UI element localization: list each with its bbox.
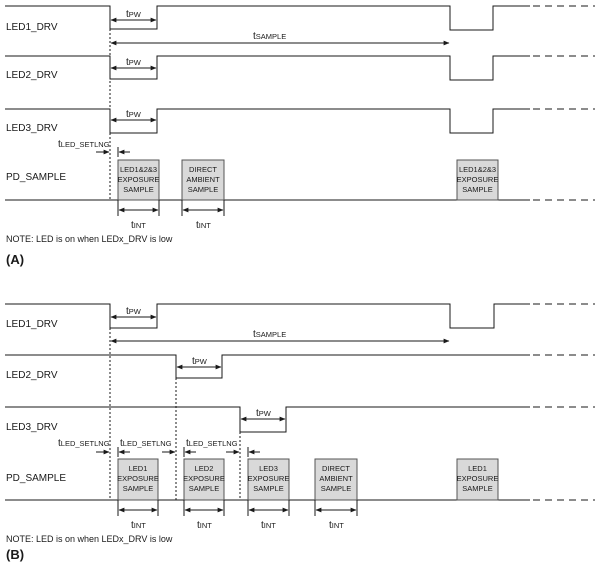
svg-text:SAMPLE: SAMPLE [462, 484, 492, 493]
panel-b-tledsetlng-1-label: tLED_SETLNG [58, 438, 110, 449]
panel-b-box-3: LED3 EXPOSURE SAMPLE [247, 458, 290, 501]
svg-text:DIRECT: DIRECT [322, 464, 350, 473]
panel-a-tint-1-label: tINT [131, 220, 146, 231]
panel-a-tpw-led1-label: tPW [126, 9, 142, 20]
panel-a-led2-waveform [5, 55, 530, 81]
svg-text:EXPOSURE: EXPOSURE [118, 175, 160, 184]
panel-b-tledsetlng-2-label: tLED_SETLNG [120, 438, 172, 449]
panel-b-label-led2-drv: LED2_DRV [6, 370, 58, 381]
panel-b-box-5: LED1 EXPOSURE SAMPLE [456, 458, 499, 501]
svg-text:SAMPLE: SAMPLE [321, 484, 351, 493]
svg-text:EXPOSURE: EXPOSURE [117, 474, 159, 483]
panel-b-tledsetlng-3-label: tLED_SETLNG [186, 438, 238, 449]
panel-b-box-2: LED2 EXPOSURE SAMPLE [183, 458, 225, 501]
svg-text:DIRECT: DIRECT [189, 165, 217, 174]
svg-text:LED3: LED3 [259, 464, 278, 473]
panel-a-tint-2-label: tINT [196, 220, 211, 231]
svg-text:LED1: LED1 [468, 464, 487, 473]
svg-text:SAMPLE: SAMPLE [123, 185, 153, 194]
svg-text:SAMPLE: SAMPLE [188, 185, 218, 194]
panel-a-label-led2-drv: LED2_DRV [6, 70, 58, 81]
panel-b-tint-3-label: tINT [261, 520, 276, 531]
svg-text:SAMPLE: SAMPLE [189, 484, 219, 493]
panel-a-tledsetlng-label: tLED_SETLNG [58, 139, 110, 150]
svg-text:LED1&2&3: LED1&2&3 [459, 165, 496, 174]
svg-text:SAMPLE: SAMPLE [253, 484, 283, 493]
svg-text:AMBIENT: AMBIENT [186, 175, 220, 184]
svg-text:EXPOSURE: EXPOSURE [457, 474, 499, 483]
panel-a-led1-waveform [5, 5, 530, 31]
panel-a-box-1: LED1&2&3 EXPOSURE SAMPLE [117, 159, 160, 201]
svg-text:LED1: LED1 [129, 464, 148, 473]
panel-b-tpw-led1-label: tPW [126, 306, 142, 317]
svg-text:AMBIENT: AMBIENT [319, 474, 353, 483]
panel-a-tpw-led2-label: tPW [126, 57, 142, 68]
panel-a-tpw-led3-label: tPW [126, 109, 142, 120]
panel-b-led2-waveform [5, 354, 530, 379]
panel-b-tint-2-label: tINT [197, 520, 212, 531]
panel-b-box-1: LED1 EXPOSURE SAMPLE [117, 458, 159, 501]
svg-text:EXPOSURE: EXPOSURE [183, 474, 225, 483]
panel-a: LED1_DRV LED2_DRV LED3_DRV PD_SAMPLE tPW… [5, 5, 595, 267]
panel-a-title: (A) [6, 252, 24, 267]
panel-b-tpw-led2-label: tPW [192, 356, 208, 367]
panel-a-box-3: LED1&2&3 EXPOSURE SAMPLE [456, 159, 499, 201]
svg-text:LED1&2&3: LED1&2&3 [120, 165, 157, 174]
panel-b: LED1_DRV LED2_DRV LED3_DRV PD_SAMPLE tPW… [5, 303, 595, 562]
panel-b-label-led1-drv: LED1_DRV [6, 319, 58, 330]
svg-text:LED2: LED2 [195, 464, 214, 473]
svg-text:EXPOSURE: EXPOSURE [248, 474, 290, 483]
panel-a-label-led3-drv: LED3_DRV [6, 123, 58, 134]
panel-a-label-led1-drv: LED1_DRV [6, 22, 58, 33]
panel-a-box-2: DIRECT AMBIENT SAMPLE [181, 159, 225, 201]
panel-b-label-pd-sample: PD_SAMPLE [6, 473, 66, 484]
panel-b-tint-4-label: tINT [329, 520, 344, 531]
svg-text:SAMPLE: SAMPLE [123, 484, 153, 493]
panel-b-led1-waveform [5, 303, 530, 329]
svg-text:SAMPLE: SAMPLE [462, 185, 492, 194]
panel-b-title: (B) [6, 547, 24, 562]
panel-b-tpw-led3-label: tPW [256, 408, 272, 419]
panel-a-note: NOTE: LED is on when LEDx_DRV is low [6, 234, 173, 244]
panel-a-led3-waveform [5, 108, 530, 134]
panel-b-led3-waveform [5, 406, 530, 433]
panel-a-label-pd-sample: PD_SAMPLE [6, 172, 66, 183]
svg-text:EXPOSURE: EXPOSURE [457, 175, 499, 184]
panel-b-box-4: DIRECT AMBIENT SAMPLE [314, 458, 358, 501]
panel-b-tsample-label: tSAMPLE [253, 329, 286, 340]
panel-b-label-led3-drv: LED3_DRV [6, 422, 58, 433]
panel-b-tint-1-label: tINT [131, 520, 146, 531]
panel-a-tsample-label: tSAMPLE [253, 31, 286, 42]
panel-b-note: NOTE: LED is on when LEDx_DRV is low [6, 534, 173, 544]
